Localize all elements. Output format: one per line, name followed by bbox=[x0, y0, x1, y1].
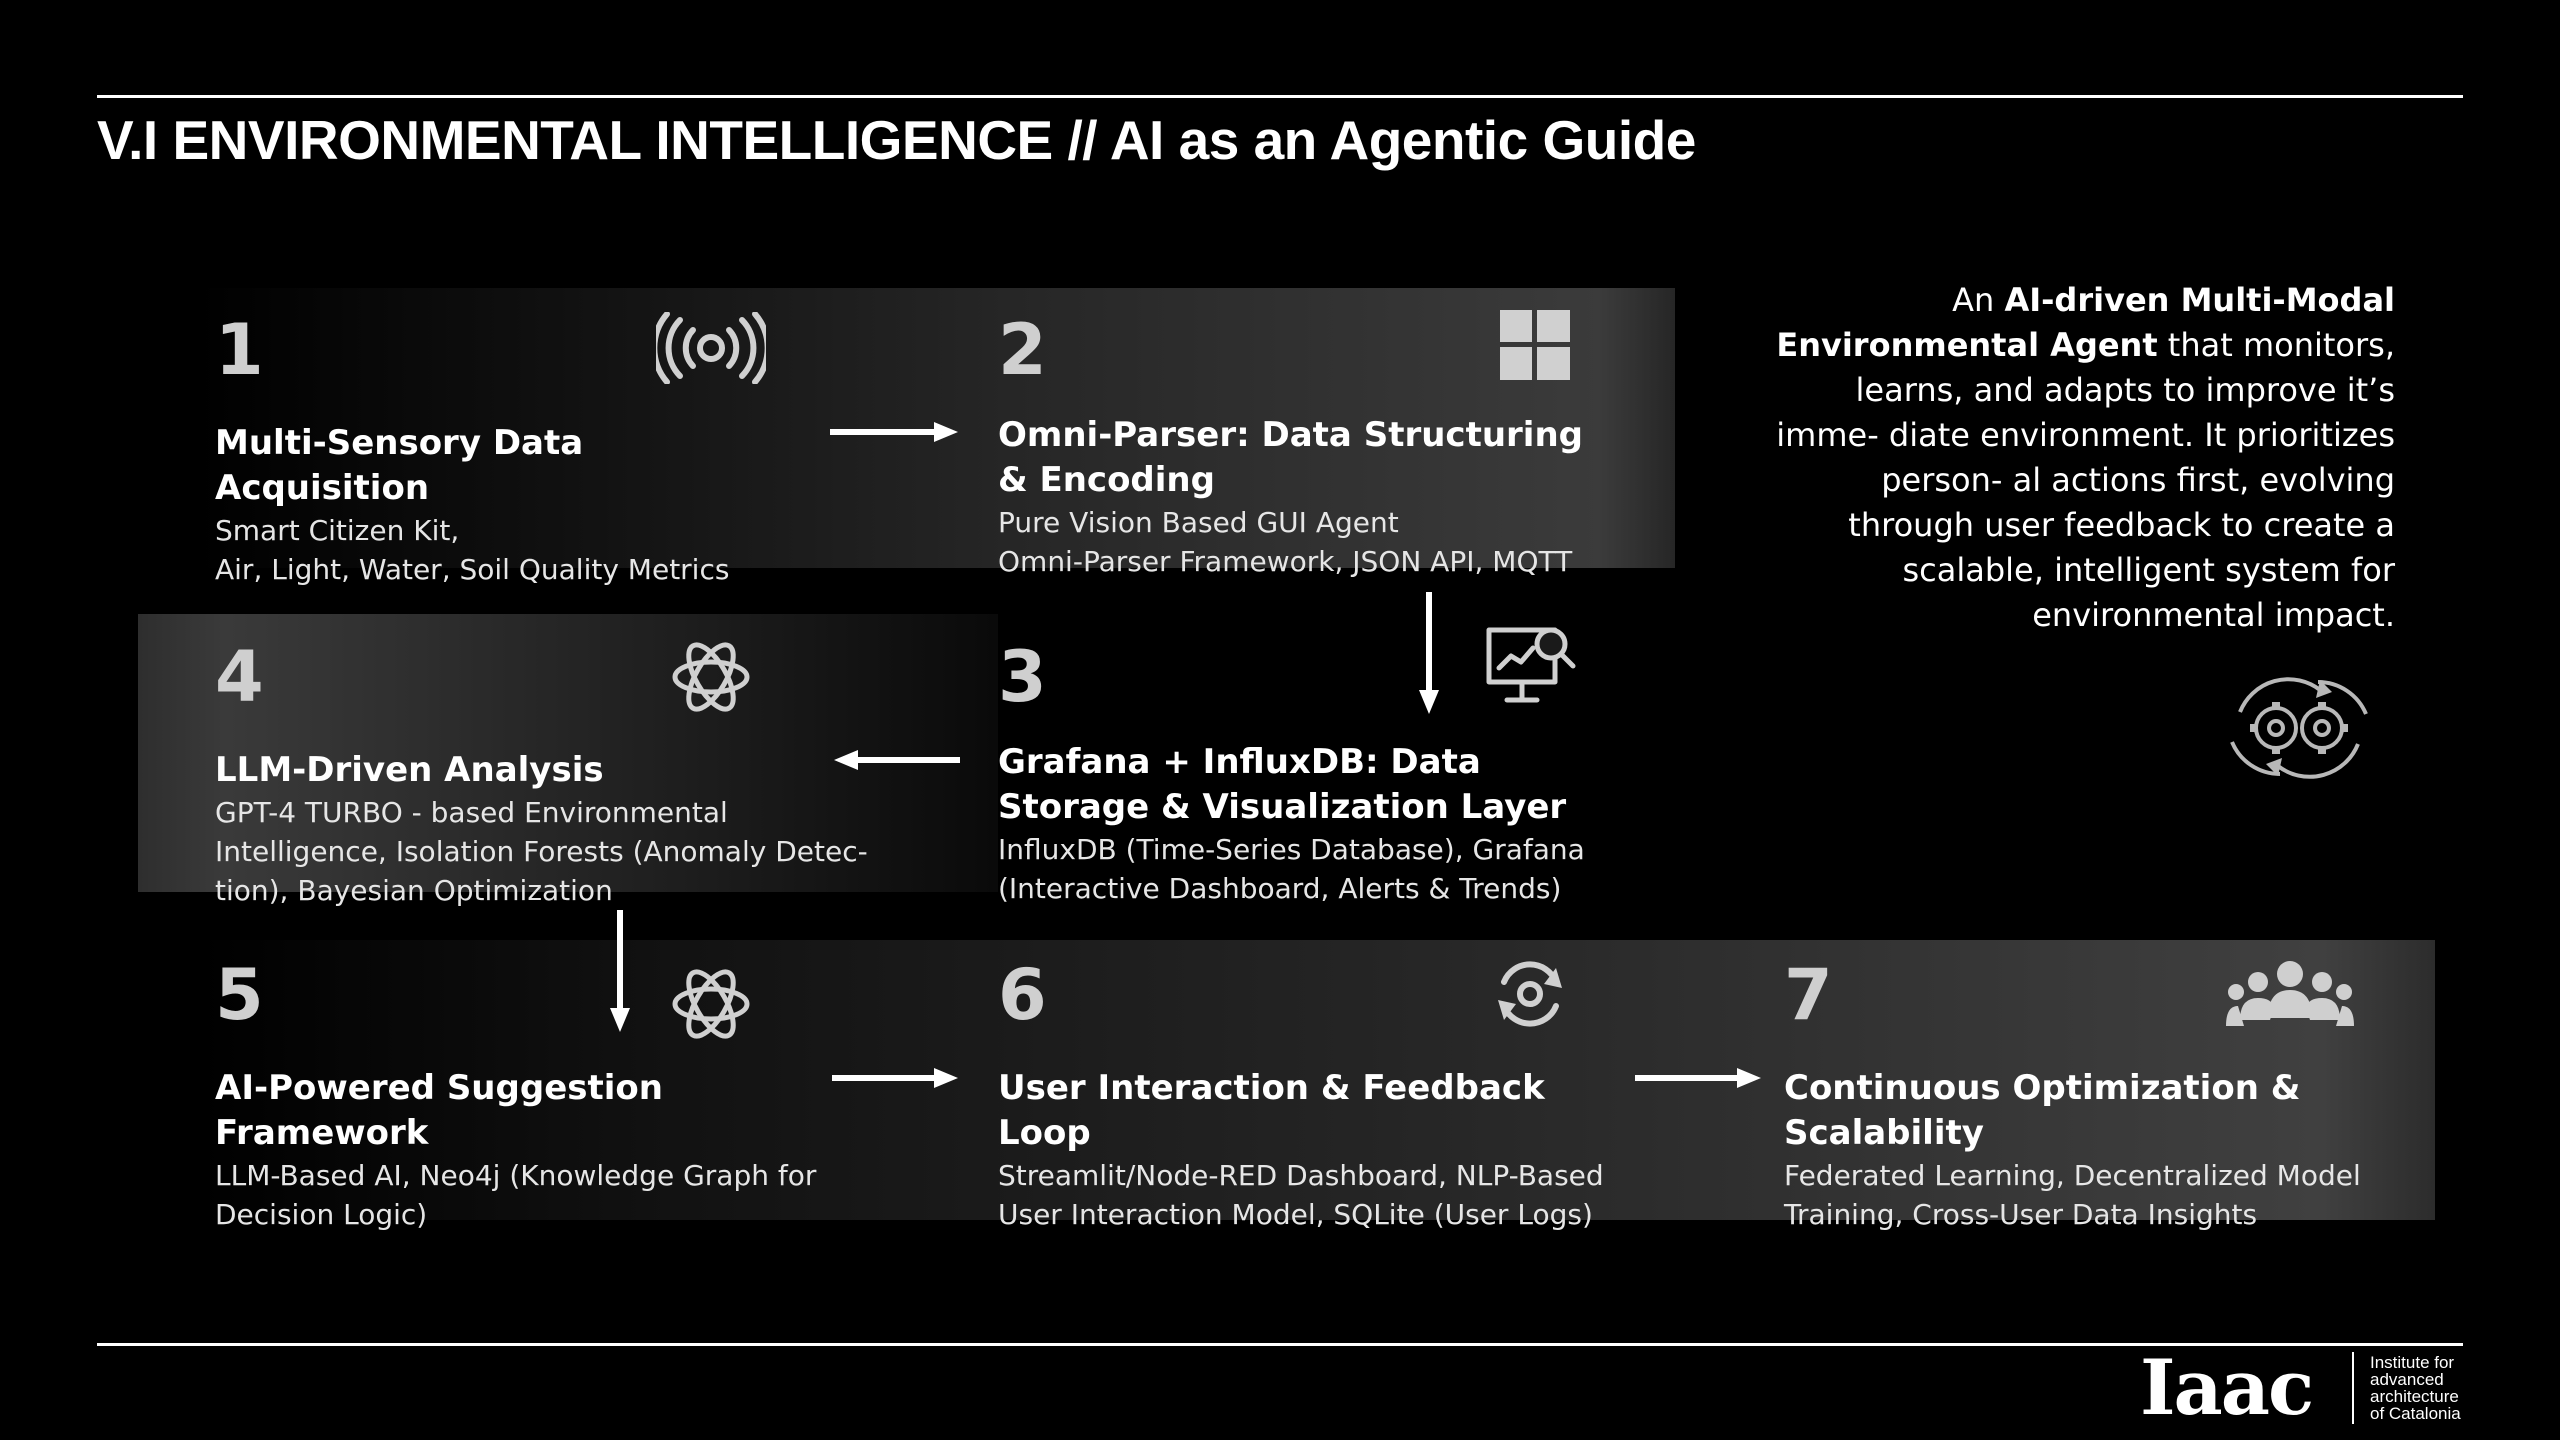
agent-description-highlight: AI-driven Multi-Modal Environmental Agen… bbox=[1776, 281, 2395, 364]
band-row-3 bbox=[195, 940, 2435, 1220]
arrow-6-to-7 bbox=[1635, 1068, 1761, 1088]
step-5-number: 5 bbox=[215, 954, 264, 1036]
arrow-1-to-2 bbox=[830, 422, 958, 442]
bottom-rule bbox=[97, 1343, 2463, 1346]
step-4-title: LLM-Driven Analysis bbox=[215, 750, 604, 790]
top-rule bbox=[97, 95, 2463, 98]
iaac-logo-mark: Iaac bbox=[2140, 1343, 2314, 1432]
openai-logo-icon bbox=[672, 969, 750, 1039]
arrow-5-to-6 bbox=[832, 1068, 958, 1088]
step-6-desc-line: User Interaction Model, SQLite (User Log… bbox=[998, 1198, 1593, 1231]
iaac-logo-text: Institute for advanced architecture of C… bbox=[2370, 1354, 2461, 1422]
step-2: 2 Omni-Parser: Data Structuring & Encodi… bbox=[998, 315, 1618, 581]
gear-cycle-icon bbox=[2230, 677, 2368, 779]
step-1-title: Multi-Sensory Data Acquisition bbox=[215, 423, 584, 508]
step-1-desc-line: Air, Light, Water, Soil Quality Metrics bbox=[215, 553, 730, 586]
logo-text-line: advanced bbox=[2370, 1370, 2444, 1389]
step-6-desc-line: Streamlit/Node-RED Dashboard, NLP-Based bbox=[998, 1159, 1604, 1192]
refresh-cycle-icon bbox=[1498, 961, 1562, 1027]
step-4-desc-line: tion), Bayesian Optimization bbox=[215, 874, 613, 907]
step-4-desc-line: Intelligence, Isolation Forests (Anomaly… bbox=[215, 835, 868, 868]
step-1: 1 Multi-Sensory Data Acquisition Smart C… bbox=[215, 315, 775, 589]
step-4-desc-line: GPT-4 TURBO - based Environmental bbox=[215, 796, 728, 829]
step-3-number: 3 bbox=[998, 636, 1047, 718]
step-2-number: 2 bbox=[998, 309, 1047, 391]
step-5-desc-line: Decision Logic) bbox=[215, 1198, 428, 1231]
arrow-3-to-4 bbox=[834, 750, 960, 770]
step-2-desc-line: Pure Vision Based GUI Agent bbox=[998, 506, 1399, 539]
openai-logo-icon bbox=[672, 642, 750, 712]
broadcast-signal-icon bbox=[656, 312, 766, 384]
user-group-icon bbox=[2226, 961, 2354, 1026]
step-7-number: 7 bbox=[1784, 954, 1833, 1036]
step-3-desc-line: InfluxDB (Time-Series Database), Grafana bbox=[998, 833, 1585, 866]
agent-description-pre: An bbox=[1952, 281, 2005, 319]
agent-description: An AI-driven Multi-Modal Environmental A… bbox=[1755, 278, 2395, 638]
step-4-number: 4 bbox=[215, 636, 264, 718]
page-title: V.I ENVIRONMENTAL INTELLIGENCE // AI as … bbox=[97, 109, 1696, 171]
step-5: 5 AI-Powered Suggestion Framework LLM-Ba… bbox=[215, 960, 855, 1234]
step-2-desc-line: Omni-Parser Framework, JSON API, MQTT bbox=[998, 545, 1573, 578]
step-1-desc-line: Smart Citizen Kit, bbox=[215, 514, 460, 547]
step-7: 7 Continuous Optimization & Scalability … bbox=[1784, 960, 2404, 1234]
step-4: 4 LLM-Driven Analysis GPT-4 TURBO - base… bbox=[215, 642, 915, 910]
step-7-desc-line: Federated Learning, Decentralized Model bbox=[1784, 1159, 2361, 1192]
step-3-title: Grafana + InfluxDB: Data Storage & Visua… bbox=[998, 742, 1567, 827]
step-1-number: 1 bbox=[215, 309, 264, 391]
logo-divider bbox=[2352, 1352, 2354, 1424]
analytics-monitor-icon bbox=[1486, 627, 1576, 703]
arrow-2-to-3 bbox=[1419, 592, 1439, 714]
step-6-number: 6 bbox=[998, 954, 1047, 1036]
windows-grid-icon bbox=[1500, 310, 1570, 380]
step-6: 6 User Interaction & Feedback Loop Strea… bbox=[998, 960, 1638, 1234]
step-5-desc-line: LLM-Based AI, Neo4j (Knowledge Graph for bbox=[215, 1159, 817, 1192]
logo-text-line: of Catalonia bbox=[2370, 1404, 2461, 1423]
step-2-title: Omni-Parser: Data Structuring & Encoding bbox=[998, 415, 1584, 500]
step-3: 3 Grafana + InfluxDB: Data Storage & Vis… bbox=[998, 642, 1618, 908]
agent-description-post: that monitors, learns, and adapts to imp… bbox=[1776, 326, 2395, 634]
step-3-desc-line: (Interactive Dashboard, Alerts & Trends) bbox=[998, 872, 1562, 905]
logo-text-line: architecture bbox=[2370, 1387, 2459, 1406]
step-5-title: AI-Powered Suggestion Framework bbox=[215, 1068, 663, 1153]
step-7-title: Continuous Optimization & Scalability bbox=[1784, 1068, 2301, 1153]
step-7-desc-line: Training, Cross-User Data Insights bbox=[1784, 1198, 2258, 1231]
step-6-title: User Interaction & Feedback Loop bbox=[998, 1068, 1545, 1153]
arrow-4-to-5 bbox=[610, 910, 630, 1032]
logo-text-line: Institute for bbox=[2370, 1353, 2455, 1372]
